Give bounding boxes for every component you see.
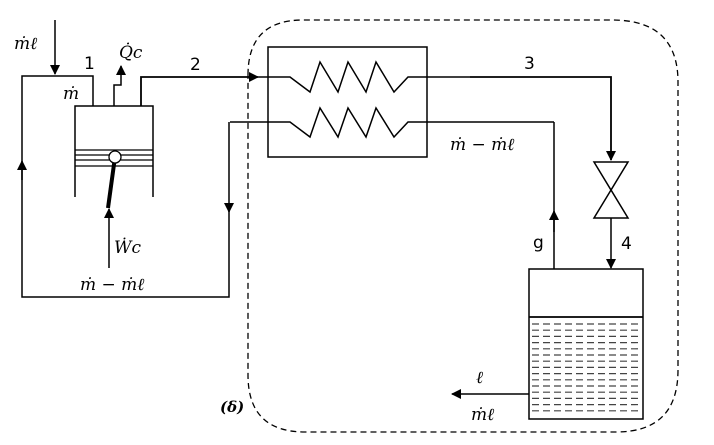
heat-exchanger [230,46,554,158]
compressor [74,105,154,209]
label-heat: Q̇c [119,43,143,63]
control-volume-boundary [247,19,679,433]
line-2 [140,72,259,106]
expansion-valve [592,161,630,219]
label-state-4: 4 [621,234,632,254]
label-liquid-out: ṁℓ [471,405,494,425]
label-state-1: 1 [84,54,95,74]
label-state-l: ℓ [476,368,483,388]
label-return-hx: ṁ − ṁℓ [450,135,514,155]
label-control-volume: (δ) [220,398,244,416]
heat-out-arrow [113,65,126,106]
separator-tank [528,268,644,420]
line-3 [470,76,616,161]
coil-hot [258,60,470,94]
label-makeup-in: ṁℓ [14,34,37,54]
return-line-left [21,75,230,298]
label-state-2: 2 [190,55,201,75]
coil-cold [230,106,554,139]
connecting-rod [106,156,117,209]
label-return-left: ṁ − ṁℓ [80,275,144,295]
label-work: Ẇc [114,237,141,258]
label-state-3: 3 [524,54,535,74]
piston-pin [108,150,122,164]
label-state-g: g [533,233,544,253]
label-mass-flow: ṁ [63,84,79,104]
